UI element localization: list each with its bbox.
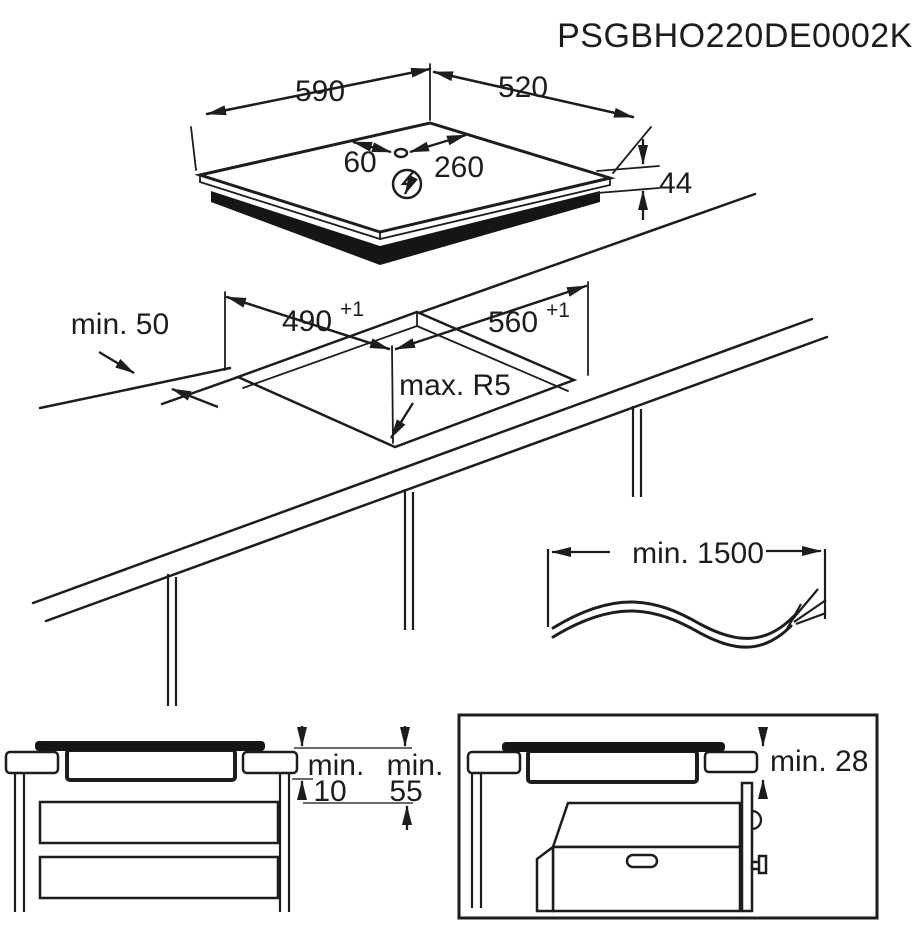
glass-edge <box>379 184 611 240</box>
extension-line <box>596 187 660 194</box>
oven-handle <box>625 853 659 869</box>
view-frame <box>457 713 879 920</box>
hob-body-side <box>526 749 699 784</box>
dim-hob-clearance-prefix: min. <box>308 749 365 782</box>
radius-arrow <box>390 402 414 439</box>
dim-line-hob-depth <box>432 70 635 119</box>
dim-line-cutout-width <box>394 284 588 351</box>
worktop-rear-edge <box>38 366 232 410</box>
dim-edge-clearance: min. 50 <box>71 308 169 341</box>
dim-line-cable-offset-left <box>352 140 392 154</box>
dim-cable-offset-right: 260 <box>434 151 484 184</box>
dim-cutout-width: 560 <box>488 306 538 339</box>
worktop-front-edge <box>31 317 814 605</box>
dim-oven-clearance: min. 28 <box>770 745 868 778</box>
hob-3d-view: 590 520 60 260 44 <box>190 63 692 265</box>
drawer-1 <box>38 800 280 845</box>
dim-drawer-clearance-prefix: min. <box>387 749 444 782</box>
worktop-cutout-view: min. 50 490 +1 560 +1 max. R5 <box>31 192 829 706</box>
dim-line-cutout-depth <box>225 295 391 351</box>
oven-knob-cap <box>757 854 768 875</box>
extension-line <box>596 165 660 172</box>
dim-corner-radius: max. R5 <box>399 369 511 402</box>
dim-cutout-depth: 490 <box>282 305 332 338</box>
oven-door-edge <box>740 781 754 913</box>
dim-hob-clearance-value: 10 <box>313 775 346 808</box>
worktop-left <box>466 750 522 775</box>
worktop-right <box>241 750 299 775</box>
dim-cutout-depth-tolerance: +1 <box>340 298 364 321</box>
hob-body <box>211 191 600 265</box>
cable-wire <box>795 611 827 626</box>
clearance-arrow <box>98 351 135 374</box>
oven-clearance-view: min. 28 <box>457 713 879 920</box>
clearance-arrow <box>171 387 219 409</box>
cable-curve <box>551 609 793 649</box>
extension-line <box>391 345 394 444</box>
hob-body-side <box>65 748 237 782</box>
worktop-right <box>703 750 759 774</box>
drawer-clearance-view: min. 10 min. 55 <box>4 726 444 912</box>
power-connection-icon <box>391 168 423 200</box>
extension-line <box>190 126 197 171</box>
hob-glass-side <box>35 741 265 751</box>
product-code: PSGBHO220DE0002K <box>557 17 912 55</box>
oven-top <box>551 801 742 849</box>
cable-wire <box>793 599 827 623</box>
mains-cable-entry <box>393 147 409 159</box>
dim-hob-depth: 520 <box>498 71 548 104</box>
cable-curve <box>551 600 796 640</box>
dim-hob-width: 590 <box>295 75 345 108</box>
dim-line-hob-width <box>205 67 432 116</box>
dim-drawer-clearance-value: 55 <box>389 775 422 808</box>
worktop-left <box>4 750 60 775</box>
worktop-front-edge-bottom <box>44 335 829 623</box>
dim-cable-offset-left: 60 <box>343 146 376 179</box>
cable-view: min. 1500 <box>546 537 827 649</box>
glass-edge <box>199 181 381 240</box>
dim-line-cable-offset-right <box>409 133 467 154</box>
dim-cable-length: min. 1500 <box>632 537 764 570</box>
oven-hinge <box>751 809 763 831</box>
dim-hob-height: 44 <box>659 167 692 200</box>
cable-wire <box>791 588 819 621</box>
drawer-2 <box>38 855 280 900</box>
hob-glass-side <box>502 742 725 752</box>
dim-cutout-width-tolerance: +1 <box>546 299 570 322</box>
oven-side-panel <box>535 844 555 913</box>
extension-line <box>612 126 652 174</box>
